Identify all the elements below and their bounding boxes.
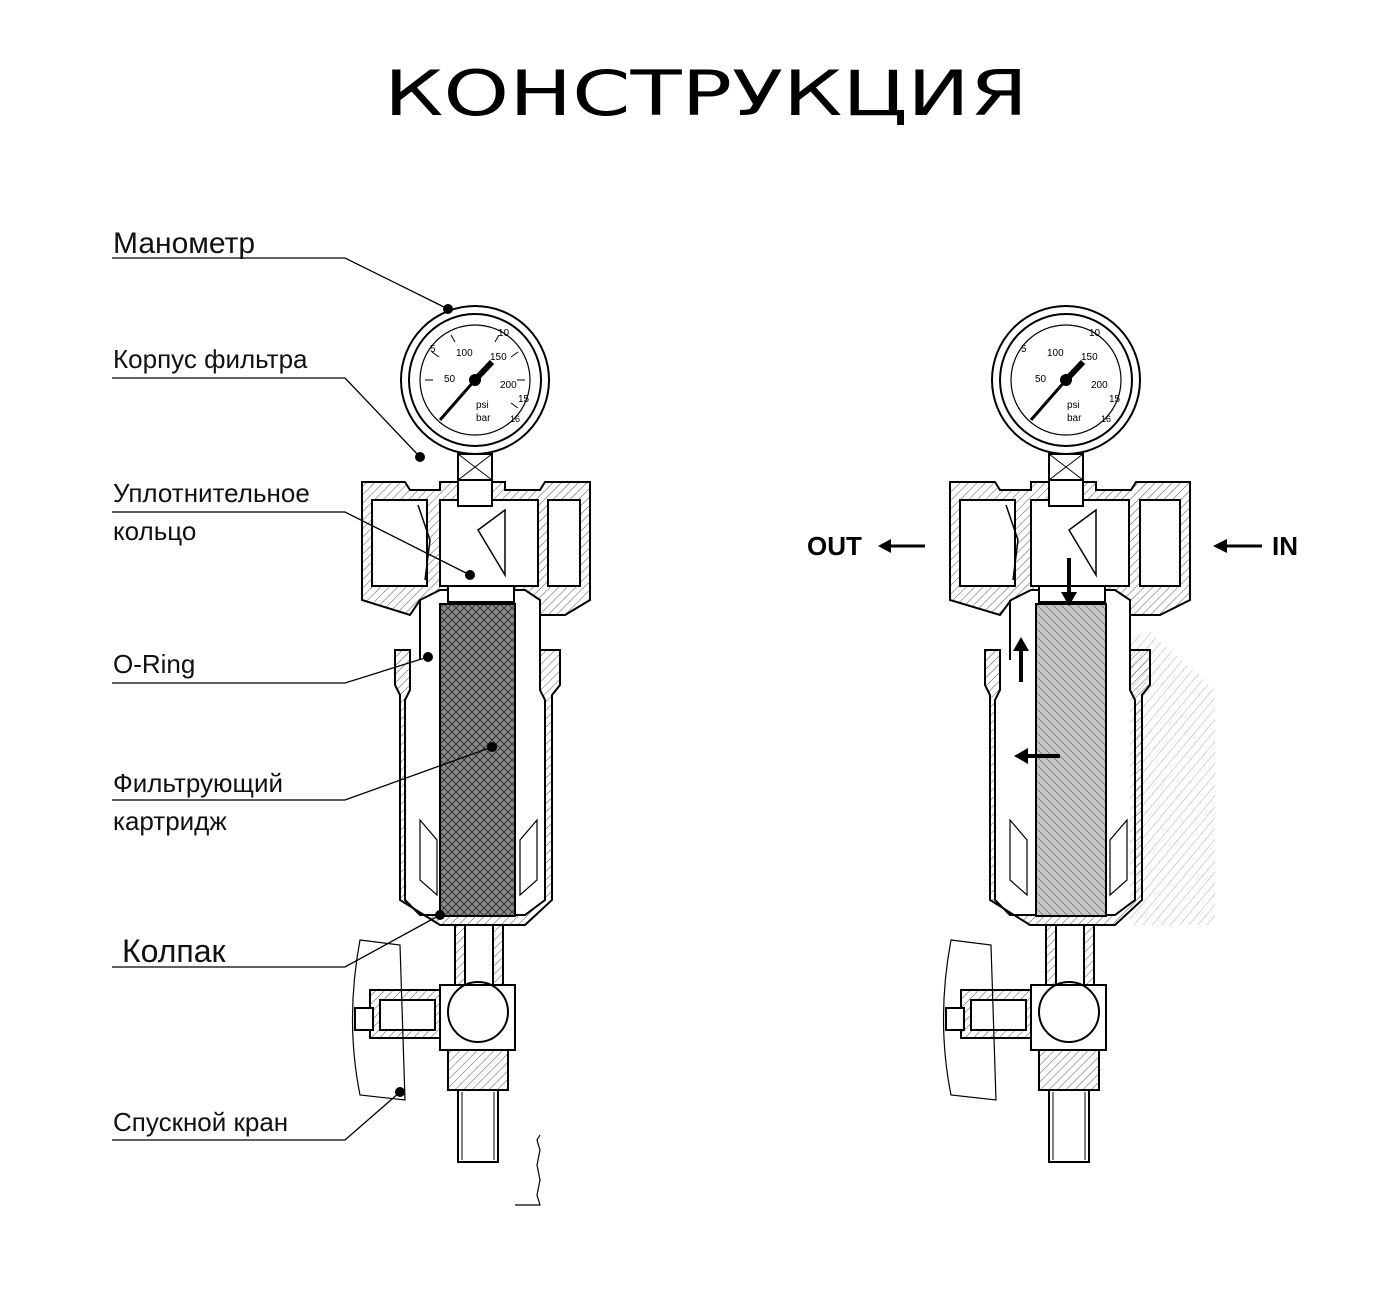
gauge-psi-mark: 100	[1047, 348, 1064, 359]
gauge-psi-mark: 200	[500, 380, 517, 391]
gauge-unit-bar: bar	[1067, 413, 1082, 424]
flow-arrows	[1013, 558, 1077, 764]
pressure-gauge-right: 50 100 150 200 5 10 15 16 psi bar	[991, 305, 1141, 481]
gauge-psi-mark: 150	[1081, 352, 1098, 363]
leader-dots	[395, 304, 497, 1097]
filter-head-left	[361, 479, 591, 617]
arrow-up-icon	[1013, 637, 1029, 682]
label-filter-housing: Корпус фильтра	[113, 344, 308, 374]
filter-head-right	[949, 479, 1191, 617]
flow-label-in: IN	[1272, 531, 1298, 561]
gauge-psi-mark: 100	[456, 348, 473, 359]
arrow-left-icon	[1014, 748, 1060, 764]
gauge-psi-mark: 150	[490, 352, 507, 363]
label-seal-ring-line1: Уплотнительное	[113, 478, 310, 508]
label-drain-valve: Спускной кран	[113, 1107, 288, 1137]
drain-valve-left	[351, 924, 516, 1163]
gauge-bar-mark: 15	[1109, 394, 1121, 405]
gauge-psi-mark: 50	[1035, 374, 1047, 385]
filter-cartridge-right	[1035, 603, 1107, 917]
gauge-bar-mark: 10	[498, 328, 510, 339]
gauge-unit-psi: psi	[1067, 400, 1080, 411]
filter-cutaway-left: 50 100 150 200 5 10 15 16 psi bar	[351, 305, 591, 1206]
arrow-left-icon	[1213, 539, 1262, 553]
label-manometer: Манометр	[113, 227, 255, 260]
arrow-down-icon	[1061, 558, 1077, 606]
label-cartridge-line2: картридж	[113, 806, 227, 836]
label-bowl: Колпак	[122, 933, 227, 969]
shadow-shading	[1130, 630, 1215, 925]
label-cartridge-line1: Фильтрующий	[113, 768, 283, 798]
pipe-break-line	[515, 1134, 541, 1206]
filter-bowl-left	[394, 600, 561, 926]
filter-cartridge-left	[439, 603, 516, 917]
filter-cutaway-right: 50 100 150 200 5 10 15 16 psi bar	[942, 305, 1215, 1163]
flow-label-out: OUT	[807, 531, 862, 561]
arrow-left-icon	[878, 539, 925, 553]
filter-bowl-right	[984, 600, 1151, 926]
gauge-bar-mark: 16	[1101, 414, 1111, 424]
label-o-ring: O-Ring	[113, 649, 195, 679]
page-title: КОНСТРУКЦИЯ	[384, 57, 1028, 130]
gauge-psi-mark: 200	[1091, 380, 1108, 391]
gauge-psi-mark: 50	[444, 374, 456, 385]
gauge-bar-mark: 16	[510, 414, 520, 424]
gauge-bar-mark: 5	[1021, 344, 1027, 355]
leader-lines	[112, 257, 493, 1141]
drain-valve-right	[942, 924, 1107, 1163]
gauge-bar-mark: 15	[518, 394, 530, 405]
pressure-gauge-left: 50 100 150 200 5 10 15 16 psi bar	[400, 305, 550, 481]
gauge-unit-bar: bar	[476, 413, 491, 424]
gauge-bar-mark: 5	[430, 344, 436, 355]
gauge-unit-psi: psi	[476, 400, 489, 411]
label-seal-ring-line2: кольцо	[113, 516, 196, 546]
gauge-bar-mark: 10	[1089, 328, 1101, 339]
